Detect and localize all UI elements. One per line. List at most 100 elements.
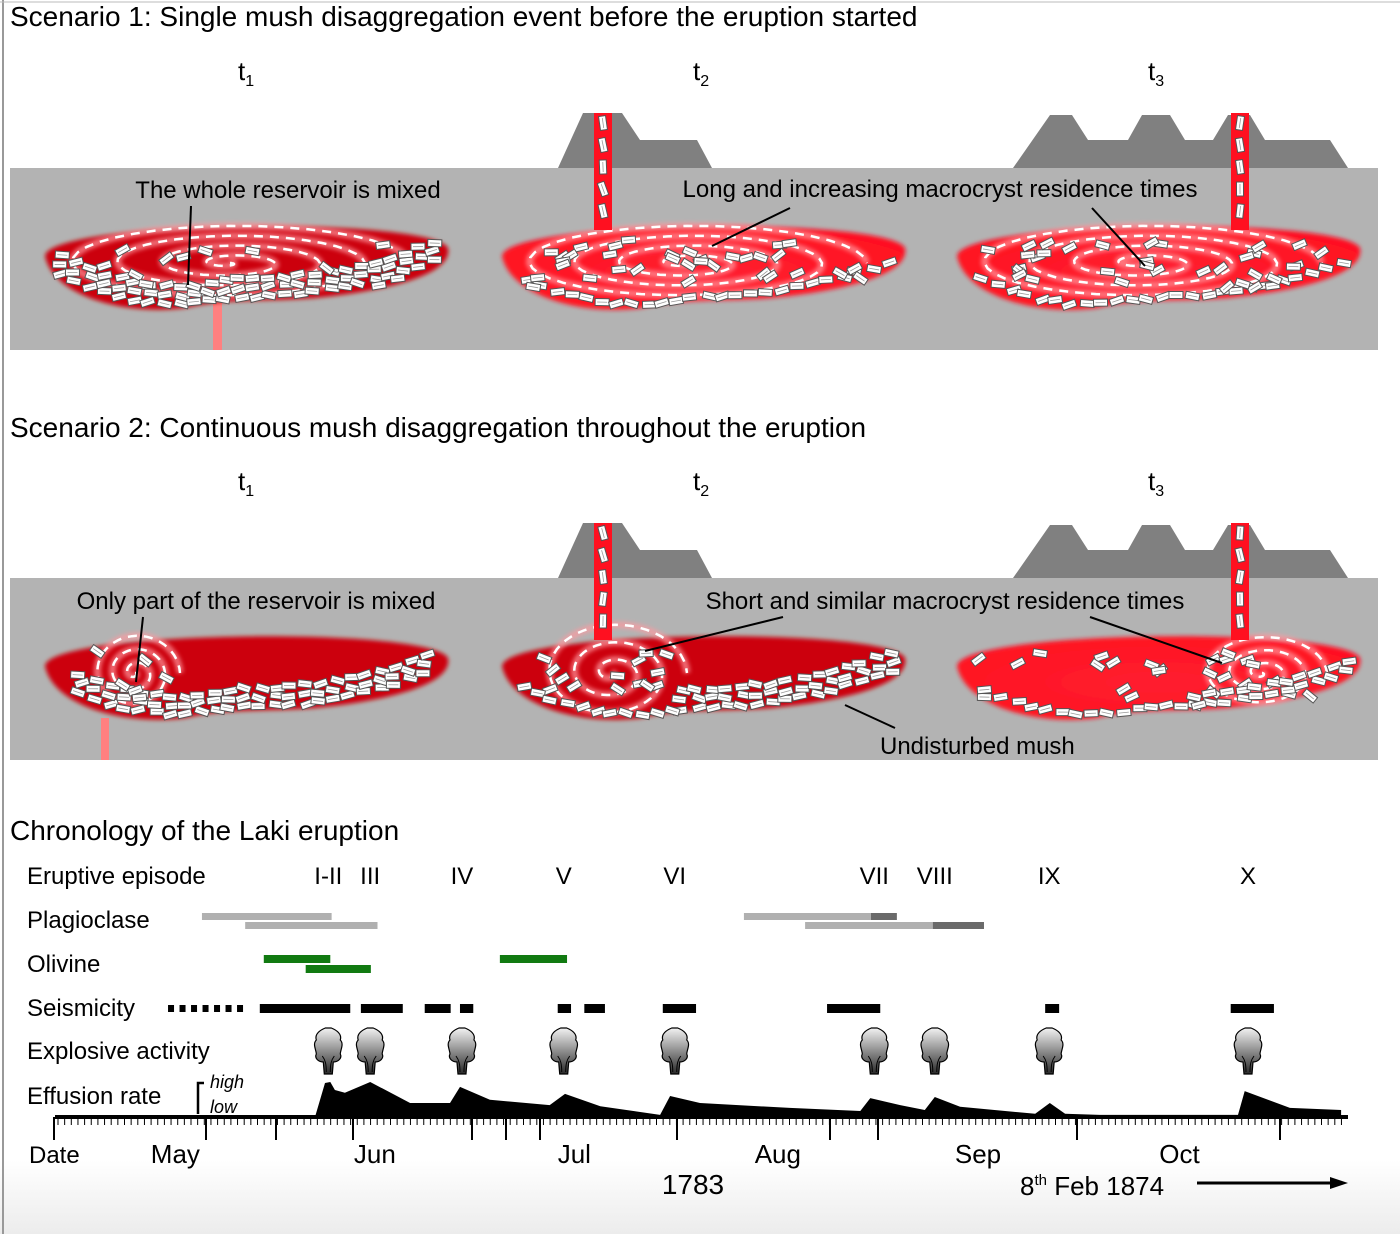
seismicity-dot: [179, 1005, 186, 1012]
crystal-line: [684, 296, 695, 298]
crystal: [869, 669, 886, 681]
crystal: [306, 278, 322, 287]
crystal-line: [225, 689, 236, 693]
crystal: [254, 682, 272, 695]
crystal-line: [312, 692, 323, 695]
crystal: [1306, 666, 1323, 680]
row-label-effusion: Effusion rate: [27, 1083, 161, 1110]
crystal: [88, 643, 106, 660]
crystal-line: [708, 262, 718, 269]
crystal-line: [1307, 271, 1318, 275]
crystal-line: [1146, 240, 1156, 247]
crystal: [597, 524, 609, 542]
row-label-episode: Eruptive episode: [27, 863, 206, 890]
crystal: [1218, 686, 1236, 697]
crystal: [384, 672, 400, 681]
crystal: [1185, 691, 1203, 703]
crystal-line: [398, 269, 409, 272]
crystal-line: [544, 698, 555, 702]
crystal: [970, 651, 987, 668]
crystal-line: [1218, 702, 1230, 704]
crystal: [866, 263, 883, 275]
crystal-line: [1238, 161, 1242, 173]
crystal: [67, 256, 85, 268]
crystal: [178, 691, 195, 704]
crystal-line: [827, 669, 837, 674]
crystal: [1020, 238, 1038, 253]
crystal-line: [87, 274, 98, 279]
crystal: [1115, 681, 1133, 697]
crystal: [259, 279, 277, 293]
crystal: [1263, 688, 1280, 700]
crystal-line: [1344, 660, 1355, 663]
crystal: [516, 681, 533, 692]
crystal: [1036, 249, 1052, 258]
crystal: [597, 115, 609, 131]
crystal-line: [1019, 292, 1030, 296]
crystal-line: [856, 275, 865, 282]
crystal-line: [528, 285, 539, 289]
crystal: [186, 297, 202, 307]
crystal: [1089, 657, 1107, 673]
episode-label: X: [1240, 863, 1256, 890]
crystal: [54, 250, 71, 260]
crystal: [161, 692, 178, 702]
crystal-line: [1198, 268, 1209, 274]
crystal-line: [159, 302, 170, 306]
crystal-line: [1309, 670, 1320, 675]
seismicity-bar: [424, 1004, 451, 1013]
crystal-line: [192, 700, 203, 705]
explosion-plume-icon: [920, 1027, 950, 1075]
crystal-line: [134, 696, 145, 699]
crystal: [410, 242, 426, 251]
crystal: [1234, 114, 1246, 132]
crystal-line: [377, 669, 388, 673]
crystal-line: [339, 285, 350, 288]
crystal: [590, 705, 607, 718]
crystal-line: [1238, 550, 1242, 560]
crystal-line: [689, 687, 700, 691]
crystal: [69, 670, 86, 680]
explosion-plume-icon: [859, 1027, 889, 1075]
crystal-line: [1038, 297, 1048, 302]
crystal-line: [828, 679, 839, 683]
crystal-line: [419, 662, 430, 665]
crystal-line: [283, 695, 294, 698]
crystal: [607, 297, 625, 310]
crystal-line: [315, 681, 326, 686]
seismicity-dot: [225, 1005, 232, 1012]
plume: [549, 1027, 579, 1075]
crystal-line: [106, 702, 117, 707]
crystal-line: [118, 247, 128, 253]
crystal-line: [372, 278, 383, 281]
continuation-arrow: [1197, 1177, 1348, 1189]
crystal-line: [279, 293, 290, 295]
crystal-line: [272, 694, 283, 697]
crystal: [1168, 290, 1184, 300]
volcano-t2: [558, 523, 712, 578]
crystal: [1290, 670, 1308, 683]
crystal: [289, 268, 306, 280]
seismicity-dot: [202, 1005, 209, 1012]
crystal-line: [1102, 270, 1113, 273]
crystal: [296, 679, 313, 689]
plume-stem: [557, 1055, 571, 1073]
crystal: [564, 290, 581, 299]
crystal: [1335, 257, 1353, 269]
crystal-line: [327, 688, 338, 692]
crystal-line: [613, 268, 624, 271]
crystal-line: [759, 270, 768, 278]
plume: [447, 1027, 477, 1075]
crystal: [1228, 286, 1244, 296]
crystal: [1235, 181, 1245, 197]
crystal-line: [840, 682, 850, 687]
crystal-line: [221, 279, 232, 282]
crystal: [336, 281, 353, 292]
leader-lines: [187, 205, 1146, 286]
crystal: [88, 675, 105, 686]
crystal: [73, 676, 91, 689]
crystal-line: [727, 255, 738, 258]
crystal: [1060, 240, 1078, 256]
crystal: [339, 689, 356, 702]
crystal: [853, 675, 871, 687]
